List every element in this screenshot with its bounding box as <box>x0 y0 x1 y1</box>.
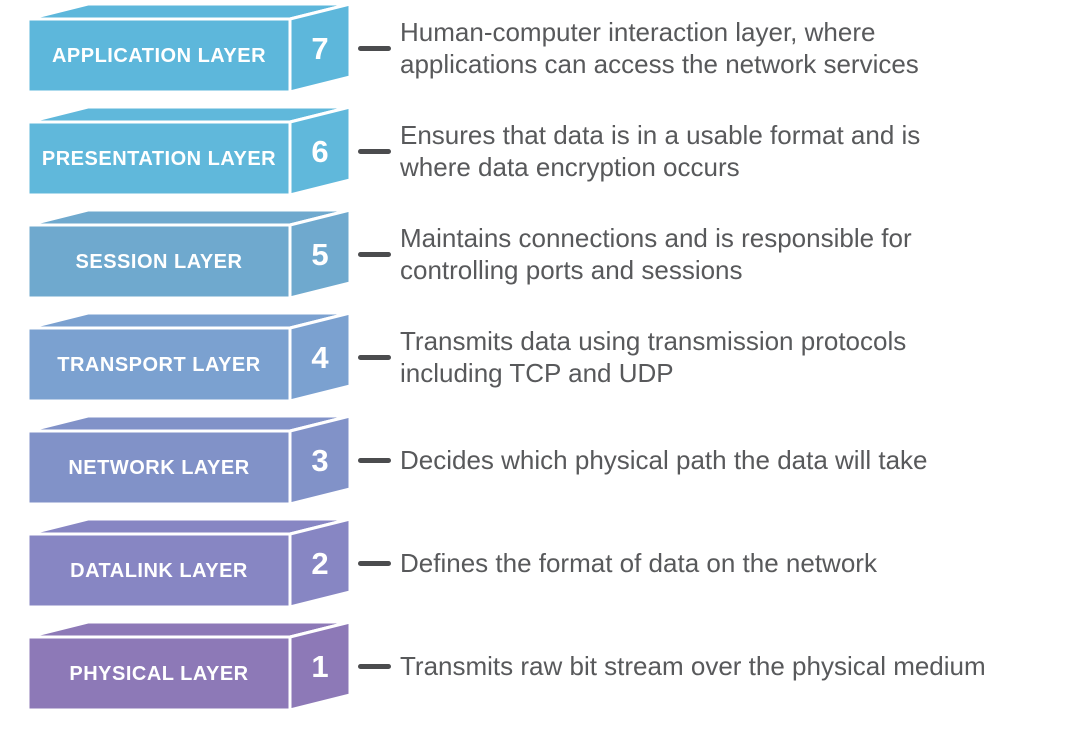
layer-3d-box-icon: APPLICATION LAYER 7 <box>26 2 352 94</box>
box-front-face <box>26 635 292 712</box>
layer-number: 2 <box>311 546 328 581</box>
osi-layer-row: APPLICATION LAYER 7 Human-computer inter… <box>26 1 1066 96</box>
layer-number: 3 <box>311 443 328 478</box>
layer-3d-box-icon: PHYSICAL LAYER 1 <box>26 620 352 712</box>
layer-description: Defines the format of data on the networ… <box>400 547 877 578</box>
layer-description: Human-computer interaction layer, where … <box>400 16 919 79</box>
box-front-face <box>26 223 292 300</box>
layer-3d-box-icon: PRESENTATION LAYER 6 <box>26 105 352 197</box>
layer-name: TRANSPORT LAYER <box>57 354 261 376</box>
layer-description: Transmits data using transmission protoc… <box>400 325 907 388</box>
layer-number: 6 <box>311 134 328 169</box>
layer-3d-box-icon: NETWORK LAYER 3 <box>26 414 352 506</box>
connector-dash-icon <box>358 664 391 669</box>
layer-3d-box-icon: SESSION LAYER 5 <box>26 208 352 300</box>
layer-stack: APPLICATION LAYER 7 Human-computer inter… <box>26 1 1066 722</box>
connector-dash-icon <box>358 561 391 566</box>
layer-number: 1 <box>311 649 328 684</box>
osi-layer-row: DATALINK LAYER 2 Defines the format of d… <box>26 516 1066 611</box>
osi-layer-row: PHYSICAL LAYER 1 Transmits raw bit strea… <box>26 619 1066 714</box>
layer-name: PRESENTATION LAYER <box>42 148 276 170</box>
layer-description: Transmits raw bit stream over the physic… <box>400 650 986 681</box>
box-front-face <box>26 17 292 94</box>
layer-number: 4 <box>311 340 329 375</box>
connector-dash-icon <box>358 46 391 51</box>
layer-3d-box-icon: DATALINK LAYER 2 <box>26 517 352 609</box>
connector-dash-icon <box>358 355 391 360</box>
box-front-face <box>26 429 292 506</box>
layer-number: 5 <box>311 237 328 272</box>
box-front-face <box>26 120 292 197</box>
connector-dash-icon <box>358 149 391 154</box>
layer-name: SESSION LAYER <box>76 251 243 273</box>
box-front-face <box>26 326 292 403</box>
layer-name: DATALINK LAYER <box>70 560 248 582</box>
connector-dash-icon <box>358 458 391 463</box>
osi-layer-row: NETWORK LAYER 3 Decides which physical p… <box>26 413 1066 508</box>
layer-description: Decides which physical path the data wil… <box>400 444 928 475</box>
osi-layer-row: SESSION LAYER 5 Maintains connections an… <box>26 207 1066 302</box>
osi-layer-row: TRANSPORT LAYER 4 Transmits data using t… <box>26 310 1066 405</box>
layer-description: Ensures that data is in a usable format … <box>400 119 921 182</box>
box-front-face <box>26 532 292 609</box>
layer-number: 7 <box>311 31 328 66</box>
layer-name: APPLICATION LAYER <box>52 45 266 67</box>
osi-layer-row: PRESENTATION LAYER 6 Ensures that data i… <box>26 104 1066 199</box>
connector-dash-icon <box>358 252 391 257</box>
layer-name: PHYSICAL LAYER <box>69 663 248 685</box>
layer-3d-box-icon: TRANSPORT LAYER 4 <box>26 311 352 403</box>
layer-description: Maintains connections and is responsible… <box>400 222 912 285</box>
layer-name: NETWORK LAYER <box>68 457 249 479</box>
